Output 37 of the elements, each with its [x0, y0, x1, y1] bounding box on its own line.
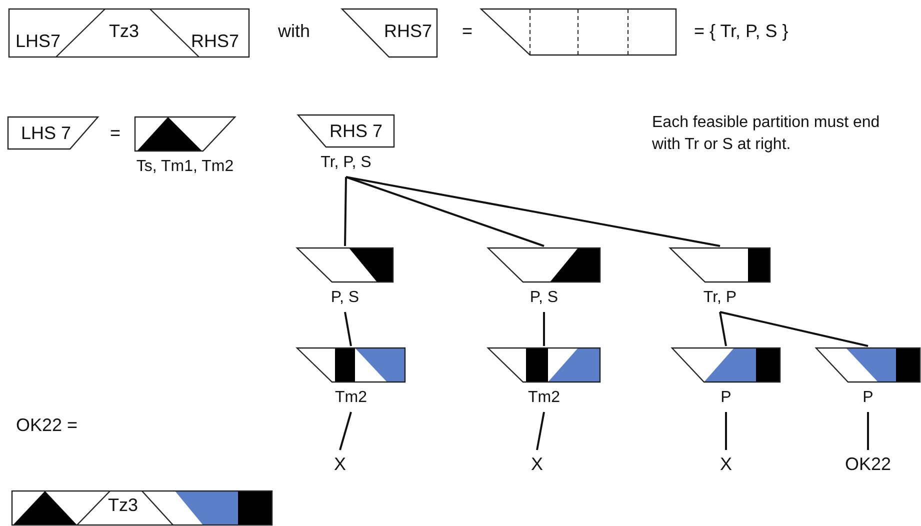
partition-caption: P, S [530, 288, 558, 308]
tree-line [719, 312, 727, 346]
equals-sign: = [110, 122, 121, 144]
partition-caption: Tr, P [703, 288, 737, 308]
partition-caption: P [720, 388, 732, 408]
set-definition: = { Tr, P, S } [694, 20, 788, 42]
box-label: RHS7 [384, 21, 432, 41]
partition-caption: Tr, P, S [320, 153, 372, 173]
connector-word: with [278, 20, 310, 42]
tree-line [725, 412, 727, 450]
box-label: RHS 7 [330, 121, 382, 141]
partition-caption: P [862, 388, 874, 408]
tree-line [344, 312, 352, 346]
result-label: X [332, 454, 347, 474]
partition-caption: P, S [330, 288, 360, 308]
tree-line [720, 311, 868, 347]
partition-caption: Ts, Tm1, Tm2 [136, 157, 234, 177]
tree-line [346, 176, 544, 247]
result-label: X [530, 454, 544, 474]
result-label: X [718, 454, 733, 474]
box-label: LHS7 [15, 31, 61, 51]
tree-line [339, 412, 352, 450]
box-label: Tz3 [109, 21, 139, 41]
equals-sign: = [462, 20, 473, 42]
equation-label: OK22 = [16, 414, 78, 436]
box-label: LHS 7 [20, 123, 72, 143]
tree-line [346, 176, 720, 247]
tree-line [536, 412, 545, 450]
tree-line [344, 176, 347, 246]
tree-line [543, 312, 545, 346]
partition-caption: Tm2 [528, 388, 560, 408]
partition-caption: Tm2 [335, 388, 367, 408]
tree-line [867, 412, 869, 450]
box-label: Tz3 [108, 495, 138, 515]
box-label: RHS7 [191, 31, 239, 51]
note-text: Each feasible partition must end with Tr or S at right. [652, 113, 881, 155]
result-label: OK22 [844, 454, 892, 474]
